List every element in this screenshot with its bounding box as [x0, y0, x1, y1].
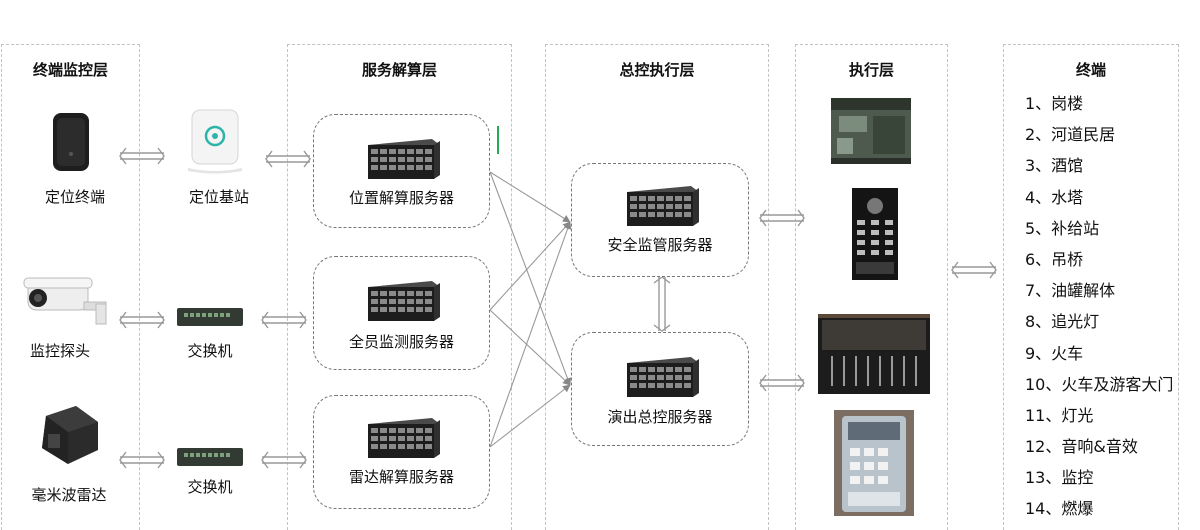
- column-terminal-monitor: 终端监控层: [1, 44, 140, 530]
- staff-server-label: 全员监测服务器: [348, 333, 454, 351]
- list-item: 11、灯光: [1025, 405, 1094, 425]
- bidirectional-arrow: [265, 150, 311, 168]
- bidirectional-arrow: [119, 451, 165, 469]
- switch-1-label: 交换机: [187, 342, 233, 360]
- column-title: 终端: [1075, 61, 1106, 79]
- list-item: 2、河道民居: [1025, 125, 1116, 145]
- column-title: 执行层: [848, 61, 894, 79]
- bidirectional-arrow: [951, 261, 997, 279]
- list-item: 4、水塔: [1025, 187, 1084, 207]
- bidirectional-arrow: [261, 451, 307, 469]
- crossing-lines: [489, 171, 572, 448]
- positioning-terminal-label: 定位终端: [44, 188, 105, 206]
- bidirectional-arrow: [759, 209, 805, 227]
- show-server-box: 演出总控服务器: [571, 332, 749, 446]
- link-line: [489, 171, 571, 223]
- base-station-icon: [188, 109, 242, 174]
- server-icon: [368, 281, 440, 321]
- link-line: [489, 384, 571, 448]
- switch-icon: [177, 448, 243, 466]
- list-item: 10、火车及游客大门: [1025, 374, 1174, 394]
- column-title: 服务解算层: [361, 61, 437, 79]
- radar-icon: [42, 406, 98, 464]
- show-server-label: 演出总控服务器: [607, 408, 713, 426]
- plc-controller-image: [829, 92, 913, 168]
- position-server-box: 位置解算服务器: [313, 114, 490, 228]
- switch-2-label: 交换机: [187, 478, 233, 496]
- link-line: [489, 221, 571, 311]
- mixing-desk-image: [818, 314, 930, 394]
- server-icon: [368, 139, 440, 179]
- column-title: 总控执行层: [619, 61, 695, 79]
- list-item: 8、追光灯: [1025, 312, 1100, 332]
- control-panel-image: [834, 410, 914, 516]
- link-line: [489, 171, 572, 386]
- list-item: 5、补给站: [1025, 218, 1100, 238]
- server-icon: [627, 357, 699, 397]
- bidirectional-arrow: [119, 311, 165, 329]
- radar-server-label: 雷达解算服务器: [348, 468, 454, 486]
- column-master-exec: 总控执行层: [545, 44, 769, 530]
- list-item: 13、监控: [1025, 468, 1094, 488]
- column-exec: 执行层: [795, 44, 948, 530]
- server-icon: [368, 418, 440, 458]
- list-item: 9、火车: [1025, 343, 1084, 363]
- list-item: 6、吊桥: [1025, 249, 1084, 269]
- positioning-base-label: 定位基站: [188, 188, 249, 206]
- list-item: 12、音响&音效: [1025, 437, 1138, 457]
- camera-icon: [23, 277, 107, 325]
- staff-server-box: 全员监测服务器: [313, 256, 490, 370]
- terminal-list: 1、岗楼 2、河道民居 3、酒馆 4、水塔 5、补给站 6、吊桥 7、油罐解体 …: [1025, 88, 1173, 525]
- column-terminal: 终端: [1003, 44, 1179, 530]
- list-item: 3、酒馆: [1025, 156, 1084, 176]
- radar-server-box: 雷达解算服务器: [313, 395, 490, 509]
- safety-server-box: 安全监管服务器: [571, 163, 749, 277]
- link-line: [489, 309, 571, 386]
- mmwave-radar-label: 毫米波雷达: [31, 486, 107, 504]
- server-icon: [627, 186, 699, 226]
- monitor-probe-label: 监控探头: [29, 342, 90, 360]
- lighting-console-image: [852, 188, 898, 280]
- safety-server-label: 安全监管服务器: [607, 236, 713, 254]
- list-item: 1、岗楼: [1025, 94, 1084, 113]
- bidirectional-arrow-vertical: [653, 276, 671, 332]
- tracker-icon: [53, 113, 89, 171]
- link-line: [489, 221, 572, 448]
- bidirectional-arrow: [261, 311, 307, 329]
- list-item: 7、油罐解体: [1025, 281, 1116, 301]
- switch-icon: [177, 308, 243, 326]
- list-item: 14、燃爆: [1025, 499, 1094, 519]
- column-title: 终端监控层: [32, 61, 108, 79]
- bidirectional-arrow: [759, 374, 805, 392]
- position-server-label: 位置解算服务器: [348, 189, 454, 207]
- bidirectional-arrow: [119, 147, 165, 165]
